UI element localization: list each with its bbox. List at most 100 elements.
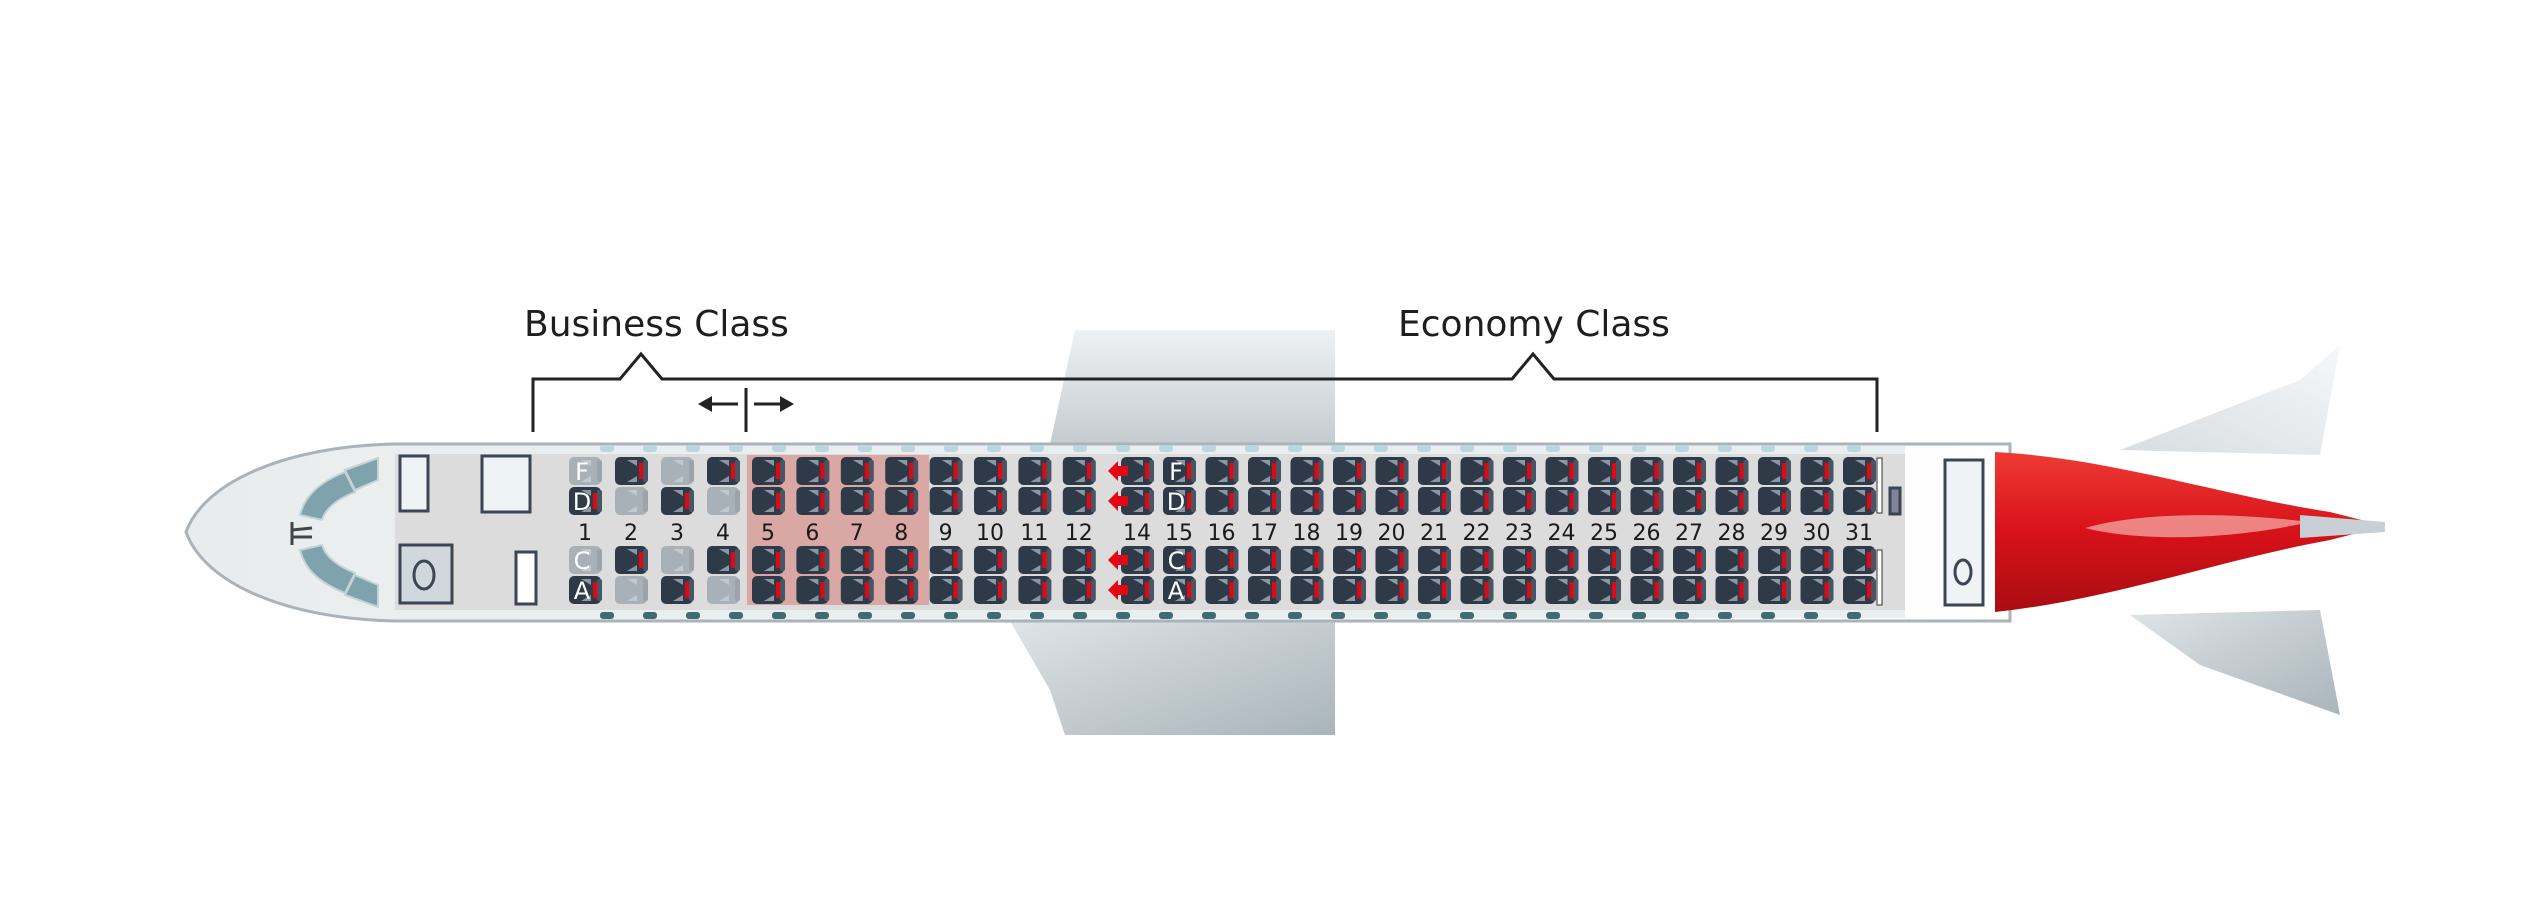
seat-9D[interactable]	[929, 487, 963, 515]
seat-14C[interactable]	[1121, 546, 1154, 574]
seat-24C[interactable]	[1545, 546, 1579, 574]
seat-16F[interactable]	[1205, 457, 1239, 485]
seat-29F[interactable]	[1758, 457, 1791, 485]
seat-8D[interactable]	[885, 487, 919, 515]
seat-29A[interactable]	[1758, 576, 1791, 604]
seat-31F[interactable]	[1843, 457, 1876, 485]
seat-14D[interactable]	[1121, 487, 1154, 515]
seat-17F[interactable]	[1248, 457, 1281, 485]
seat-25F[interactable]	[1588, 457, 1621, 485]
seat-18F[interactable]	[1290, 457, 1324, 485]
seat-8A[interactable]	[885, 576, 919, 604]
seat-5F[interactable]	[752, 457, 785, 485]
seat-25A[interactable]	[1588, 576, 1621, 604]
seat-17C[interactable]	[1248, 546, 1281, 574]
seat-28C[interactable]	[1715, 546, 1749, 574]
seat-30A[interactable]	[1800, 576, 1834, 604]
seat-19A[interactable]	[1333, 576, 1366, 604]
seat-7A[interactable]	[840, 576, 874, 604]
seat-5C[interactable]	[752, 546, 785, 574]
seat-20F[interactable]	[1375, 457, 1409, 485]
seat-31D[interactable]	[1843, 487, 1876, 515]
seat-23F[interactable]	[1503, 457, 1536, 485]
seat-11C[interactable]	[1018, 546, 1052, 574]
seat-31A[interactable]	[1843, 576, 1876, 604]
seat-18A[interactable]	[1290, 576, 1324, 604]
seat-23A[interactable]	[1503, 576, 1536, 604]
seat-19F[interactable]	[1333, 457, 1366, 485]
seat-22A[interactable]	[1460, 576, 1494, 604]
seat-21D[interactable]	[1418, 487, 1451, 515]
seat-17D[interactable]	[1248, 487, 1281, 515]
seat-25D[interactable]	[1588, 487, 1621, 515]
seat-1D[interactable]	[569, 487, 602, 515]
seat-15A[interactable]	[1163, 576, 1196, 604]
seat-8C[interactable]	[885, 546, 919, 574]
seat-2F[interactable]	[615, 457, 648, 485]
seat-6D[interactable]	[796, 487, 830, 515]
seat-12F[interactable]	[1062, 457, 1096, 485]
seat-27F[interactable]	[1673, 457, 1706, 485]
seat-16C[interactable]	[1205, 546, 1239, 574]
seat-29C[interactable]	[1758, 546, 1791, 574]
seat-3A[interactable]	[661, 576, 694, 604]
seat-10F[interactable]	[974, 457, 1007, 485]
seat-15D[interactable]	[1163, 487, 1196, 515]
seat-15F[interactable]	[1163, 457, 1196, 485]
seat-10C[interactable]	[974, 546, 1007, 574]
seat-23D[interactable]	[1503, 487, 1536, 515]
seat-1A[interactable]	[569, 576, 602, 604]
seat-4C[interactable]	[707, 546, 740, 574]
seat-10A[interactable]	[974, 576, 1007, 604]
seat-11F[interactable]	[1018, 457, 1052, 485]
seat-17A[interactable]	[1248, 576, 1281, 604]
seat-7D[interactable]	[840, 487, 874, 515]
seat-18D[interactable]	[1290, 487, 1324, 515]
seat-6F[interactable]	[796, 457, 830, 485]
seat-26F[interactable]	[1630, 457, 1664, 485]
seat-28A[interactable]	[1715, 576, 1749, 604]
seat-25C[interactable]	[1588, 546, 1621, 574]
seat-24D[interactable]	[1545, 487, 1579, 515]
seat-26A[interactable]	[1630, 576, 1664, 604]
seat-22C[interactable]	[1460, 546, 1494, 574]
seat-20C[interactable]	[1375, 546, 1409, 574]
seat-22F[interactable]	[1460, 457, 1494, 485]
seat-19C[interactable]	[1333, 546, 1366, 574]
seat-21A[interactable]	[1418, 576, 1451, 604]
seat-22D[interactable]	[1460, 487, 1494, 515]
seat-16D[interactable]	[1205, 487, 1239, 515]
seat-8F[interactable]	[885, 457, 919, 485]
seat-23C[interactable]	[1503, 546, 1536, 574]
seat-27A[interactable]	[1673, 576, 1706, 604]
seat-31C[interactable]	[1843, 546, 1876, 574]
seat-7C[interactable]	[840, 546, 874, 574]
seat-6A[interactable]	[796, 576, 830, 604]
seat-19D[interactable]	[1333, 487, 1366, 515]
seat-5A[interactable]	[752, 576, 785, 604]
seat-30D[interactable]	[1800, 487, 1834, 515]
seat-3D[interactable]	[661, 487, 694, 515]
seat-9F[interactable]	[929, 457, 963, 485]
seat-27C[interactable]	[1673, 546, 1706, 574]
seat-7F[interactable]	[840, 457, 874, 485]
seat-28F[interactable]	[1715, 457, 1749, 485]
seat-12D[interactable]	[1062, 487, 1096, 515]
seat-24A[interactable]	[1545, 576, 1579, 604]
seat-26C[interactable]	[1630, 546, 1664, 574]
seat-21C[interactable]	[1418, 546, 1451, 574]
seat-18C[interactable]	[1290, 546, 1324, 574]
seat-11D[interactable]	[1018, 487, 1052, 515]
seat-24F[interactable]	[1545, 457, 1579, 485]
seat-4F[interactable]	[707, 457, 740, 485]
seat-29D[interactable]	[1758, 487, 1791, 515]
seat-6C[interactable]	[796, 546, 830, 574]
seat-9A[interactable]	[929, 576, 963, 604]
seat-26D[interactable]	[1630, 487, 1664, 515]
seat-16A[interactable]	[1205, 576, 1239, 604]
seat-9C[interactable]	[929, 546, 963, 574]
seat-2C[interactable]	[615, 546, 648, 574]
seat-11A[interactable]	[1018, 576, 1052, 604]
seat-12C[interactable]	[1062, 546, 1096, 574]
seat-20D[interactable]	[1375, 487, 1409, 515]
